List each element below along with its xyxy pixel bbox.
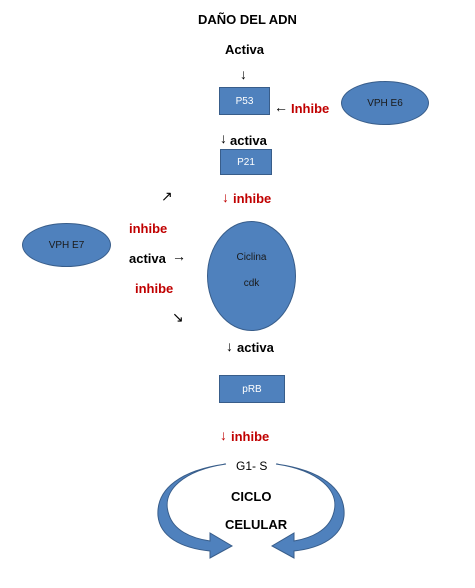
- inhibe-left-label-2: inhibe: [135, 281, 174, 296]
- prb-label: pRB: [242, 383, 262, 395]
- diagonal-up-arrow-icon: ↗: [161, 188, 173, 204]
- activa-prb-arrow-icon: ↓: [226, 338, 233, 354]
- diagram-title: DAÑO DEL ADN: [198, 12, 297, 27]
- inhibe-ciclina-label: inhibe: [233, 191, 272, 206]
- p21-label: P21: [237, 156, 255, 168]
- ciclina-label: Ciclina: [236, 252, 267, 263]
- p21-box: P21: [220, 149, 272, 175]
- diagonal-down-arrow-icon: ↘: [172, 309, 184, 325]
- g1-s-label: G1- S: [233, 459, 271, 473]
- ciclo-label: CICLO: [231, 489, 272, 504]
- vph-e6-ellipse: VPH E6: [341, 81, 429, 125]
- activa-prb-label: activa: [237, 340, 274, 355]
- cdk-label: cdk: [243, 278, 260, 289]
- activa-p21-arrow-icon: ↓: [220, 130, 227, 146]
- right-arrow-icon: →: [172, 248, 186, 264]
- down-arrow-icon: ↓: [240, 66, 247, 82]
- celular-label: CELULAR: [225, 517, 288, 532]
- inhibe-cycle-arrow-icon: ↓: [220, 427, 227, 443]
- inhibe-ciclina-arrow-icon: ↓: [222, 189, 229, 205]
- inhibe-cycle-label: inhibe: [231, 429, 270, 444]
- vph-e7-ellipse: VPH E7: [22, 223, 111, 267]
- left-arrow-icon: ←: [274, 99, 288, 115]
- activa-top-label: Activa: [225, 42, 265, 57]
- vph-e7-label: VPH E7: [48, 239, 85, 251]
- ciclina-cdk-ellipse: Ciclina cdk: [207, 221, 296, 331]
- cycle-left-arrow: [157, 463, 234, 559]
- cycle-right-arrow: [270, 463, 345, 559]
- p53-box: P53: [219, 87, 270, 115]
- p53-label: P53: [235, 95, 254, 107]
- activa-p21-label: activa: [230, 133, 267, 148]
- inhibe-p53-label: Inhibe: [291, 101, 330, 116]
- vph-e6-label: VPH E6: [367, 97, 403, 109]
- prb-box: pRB: [219, 375, 285, 403]
- activa-left-label: activa: [129, 251, 166, 266]
- inhibe-left-label-1: inhibe: [129, 221, 168, 236]
